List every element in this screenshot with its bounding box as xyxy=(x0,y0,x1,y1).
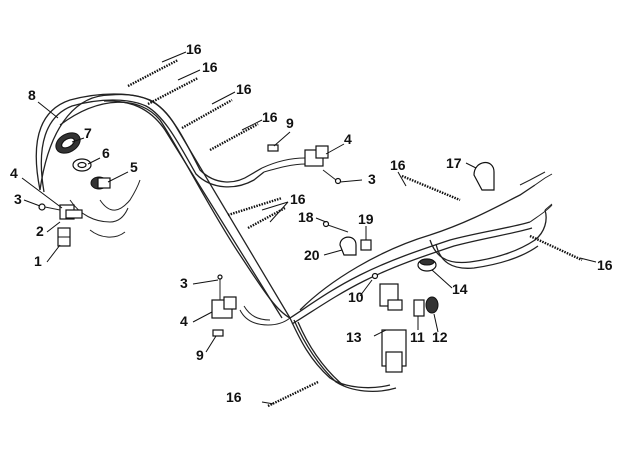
cable-tie xyxy=(181,98,233,130)
main-connector xyxy=(379,283,407,373)
callout-16: 16 xyxy=(226,389,242,405)
callout-4: 4 xyxy=(344,131,352,147)
lower-relay xyxy=(211,274,237,337)
callout-20: 20 xyxy=(304,247,320,263)
left-relay-bracket xyxy=(38,203,83,247)
callout-8: 8 xyxy=(28,87,36,103)
grommet xyxy=(417,258,437,272)
callout-18: 18 xyxy=(298,209,314,225)
callout-16: 16 xyxy=(390,157,406,173)
callout-16: 16 xyxy=(290,191,306,207)
callout-12: 12 xyxy=(432,329,448,345)
callout-10: 10 xyxy=(348,289,364,305)
callout-2: 2 xyxy=(36,223,44,239)
callout-5: 5 xyxy=(130,159,138,175)
callout-16: 16 xyxy=(597,257,613,273)
callout-16: 16 xyxy=(262,109,278,125)
callout-3: 3 xyxy=(180,275,188,291)
switch-connector xyxy=(90,176,111,190)
cable-tie xyxy=(147,76,199,106)
ignition-switch xyxy=(55,132,81,154)
callout-16: 16 xyxy=(236,81,252,97)
cable-tie xyxy=(401,174,461,202)
upper-clip xyxy=(267,144,279,152)
callout-16: 16 xyxy=(202,59,218,75)
callout-6: 6 xyxy=(102,145,110,161)
callout-3: 3 xyxy=(14,191,22,207)
connector-fasteners xyxy=(371,272,439,317)
upper-relay xyxy=(304,145,342,185)
cable-tie xyxy=(227,196,283,217)
cable-ties xyxy=(127,58,583,408)
callout-9: 9 xyxy=(196,347,204,363)
callout-14: 14 xyxy=(452,281,468,297)
callout-17: 17 xyxy=(446,155,462,171)
callout-11: 11 xyxy=(410,329,425,345)
callout-16: 16 xyxy=(186,41,202,57)
callout-19: 19 xyxy=(358,211,374,227)
cable-tie xyxy=(529,234,583,262)
switch-nut xyxy=(72,158,92,172)
callouts: 16 16 16 16 16 16 16 16 8 7 6 5 4 4 4 3 … xyxy=(10,41,613,405)
cable-tie xyxy=(267,380,319,408)
callout-4: 4 xyxy=(10,165,18,181)
cable-tie xyxy=(209,122,259,152)
ground-assembly xyxy=(322,220,372,256)
main-harness xyxy=(35,93,553,393)
callout-7: 7 xyxy=(84,125,92,141)
cable-tie xyxy=(127,58,179,88)
leader-lines xyxy=(21,51,597,405)
callout-4: 4 xyxy=(180,313,188,329)
callout-1: 1 xyxy=(34,253,42,269)
callout-3: 3 xyxy=(368,171,376,187)
callout-13: 13 xyxy=(346,329,362,345)
harness-clamp xyxy=(473,162,495,191)
callout-9: 9 xyxy=(286,115,294,131)
